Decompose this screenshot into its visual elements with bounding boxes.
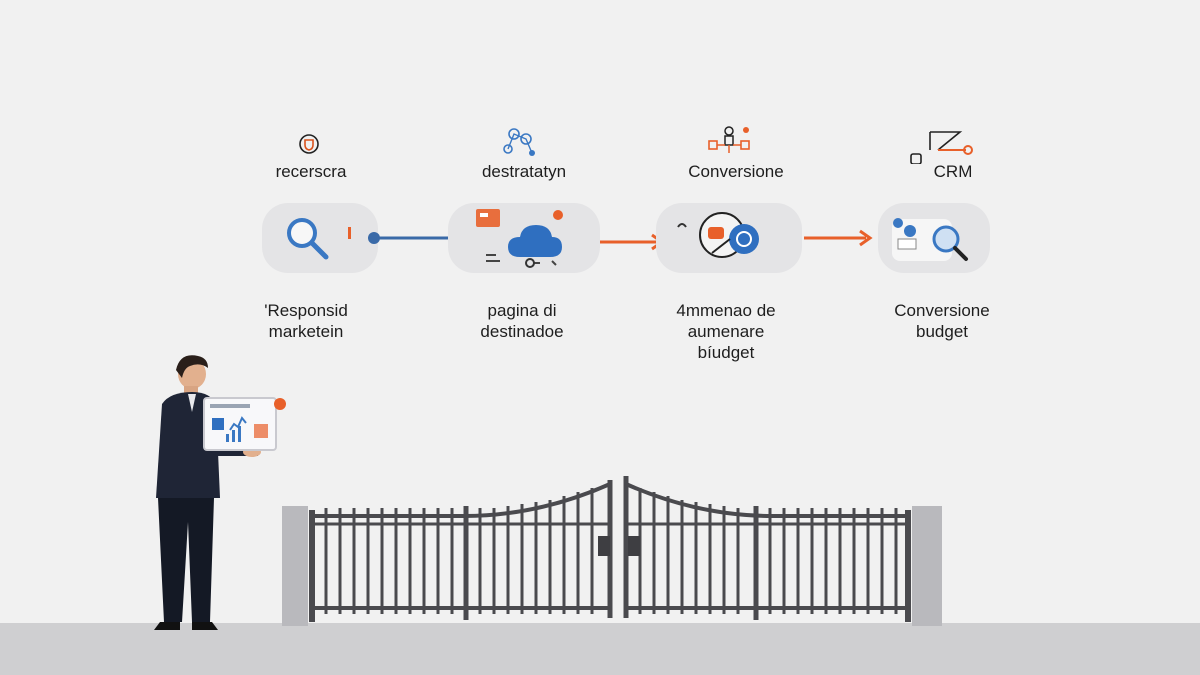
stage2-bottom-line-1: pagina di [487,301,557,320]
stage3-bottom-line-1: 4mmenao de [676,301,776,320]
shield-icon [299,134,319,154]
stage3-card [656,203,802,273]
ground [0,623,1200,675]
stage3-bottom-line-3: bíudget [697,343,755,362]
stage1-top-label: recerscra [275,162,347,181]
stage1-bottom-label: 'Responsid marketein [206,300,406,342]
connector-line-1 [368,232,450,244]
people-flow-icon [708,126,750,153]
stage2-card [448,203,600,273]
stage4-bottom-line-1: Conversione [894,301,990,320]
stage1-card [262,203,378,273]
stage4-top-label: CRM [933,162,973,181]
stage3-bottom-line-2: aumenare [687,322,765,341]
stage2-bottom-label: pagina di destinadoe [422,300,622,342]
stage2-top-label: destratatyn [481,162,567,181]
tablet-dashboard [203,397,286,451]
stage1-bottom-line-1: 'Responsid [264,301,348,320]
arrow-3 [804,229,873,247]
stage1-bottom-line-2: marketein [268,322,344,341]
stage2-bottom-line-2: destinadoe [480,322,564,341]
stage3-bottom-label: 4mmenao de aumenare bíudget [626,300,826,363]
gate-illustration [282,476,942,626]
businessman-illustration [154,355,261,630]
orange-tick [348,227,351,239]
stage4-bottom-line-2: budget [916,322,968,341]
target-icon [677,212,759,258]
stage3-top-label: Conversione [688,162,784,181]
stage4-card [878,203,990,273]
magnifier-icon [287,218,329,260]
stage4-bottom-label: Conversione budget [842,300,1042,342]
crm-pipeline-icon [910,131,973,164]
crm-icon [892,218,968,261]
network-icon [503,128,535,156]
cloud-icon [476,209,563,268]
